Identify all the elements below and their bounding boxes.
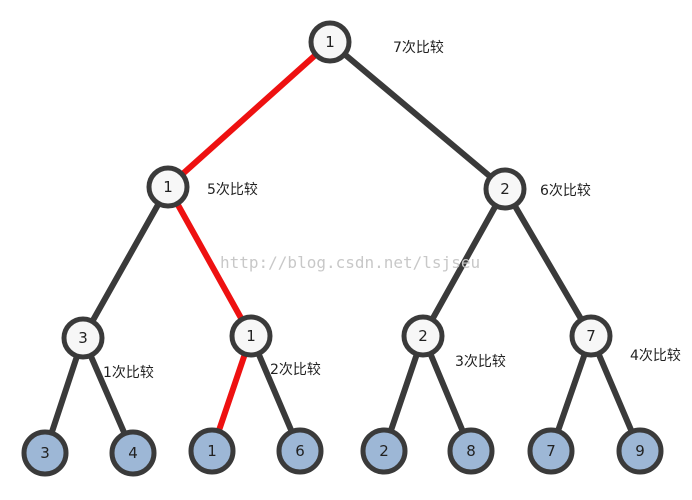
tree-nodes: 1 1 2 3 1 2 7 3 4 1 6 2 8 7 9 [21, 20, 664, 477]
comparison-label-c5: 5次比较 [207, 182, 258, 198]
node-value: 1 [163, 178, 173, 196]
node-value: 2 [500, 180, 510, 198]
node-circle [447, 427, 495, 475]
node-circle [276, 427, 324, 475]
tree-edge-root-l1b [327, 39, 508, 192]
node-circle [308, 20, 352, 64]
node-circle [61, 316, 105, 360]
watermark-text: http://blog.csdn.net/lsjseu [220, 253, 480, 272]
leaf-node-leaf7: 7 [527, 427, 575, 475]
node-circle [401, 314, 445, 358]
leaf-node-leaf8: 9 [616, 427, 664, 475]
node-value: 1 [325, 33, 335, 51]
tree-edge-l1b-l2c [420, 186, 508, 339]
comparison-labels: 7次比较 5次比较 6次比较 1次比较 2次比较 3次比较 4次比较 [103, 40, 681, 381]
tree-edge-l1b-l2d [502, 186, 594, 339]
node-circle [229, 314, 273, 358]
node-circle [483, 167, 527, 211]
leaf-node-leaf5: 2 [360, 427, 408, 475]
node-circle [146, 165, 190, 209]
node-value: 2 [418, 327, 428, 345]
node-circle [109, 429, 157, 477]
comparison-label-c6: 6次比较 [540, 183, 591, 199]
node-circle [21, 429, 69, 477]
leaf-node-leaf4: 6 [276, 427, 324, 475]
leaf-node-leaf6: 8 [447, 427, 495, 475]
comparison-label-c7: 7次比较 [393, 40, 444, 56]
comparison-label-c3: 3次比较 [455, 354, 506, 370]
node-value: 7 [586, 327, 596, 345]
node-value: 2 [379, 442, 389, 460]
leaf-node-leaf2: 4 [109, 429, 157, 477]
leaf-node-leaf3: 1 [188, 427, 236, 475]
tree-edges [42, 39, 643, 456]
tree-node-l1b: 2 [483, 167, 527, 211]
tree-node-l2d: 7 [569, 314, 613, 358]
node-value: 6 [295, 442, 305, 460]
node-value: 8 [466, 442, 476, 460]
node-circle [527, 427, 575, 475]
node-value: 7 [546, 442, 556, 460]
highlighted-edge-l1a-l2b [165, 184, 254, 339]
node-circle [188, 427, 236, 475]
node-value: 1 [207, 442, 217, 460]
comparison-label-c2: 2次比较 [270, 362, 321, 378]
node-circle [360, 427, 408, 475]
tree-node-l1a: 1 [146, 165, 190, 209]
leaf-node-leaf1: 3 [21, 429, 69, 477]
tree-node-l2c: 2 [401, 314, 445, 358]
node-value: 3 [40, 444, 50, 462]
tree-edge-l1a-l2a [80, 184, 171, 341]
node-value: 3 [78, 329, 88, 347]
node-value: 4 [128, 444, 138, 462]
comparison-label-c4: 4次比较 [630, 348, 681, 364]
node-value: 1 [246, 327, 256, 345]
comparison-label-c1: 1次比较 [103, 365, 154, 381]
node-circle [569, 314, 613, 358]
node-circle [616, 427, 664, 475]
tree-node-l2a: 3 [61, 316, 105, 360]
node-value: 9 [635, 442, 645, 460]
highlighted-edge-root-l1a [165, 39, 333, 190]
tree-node-root: 1 [308, 20, 352, 64]
tree-node-l2b: 1 [229, 314, 273, 358]
